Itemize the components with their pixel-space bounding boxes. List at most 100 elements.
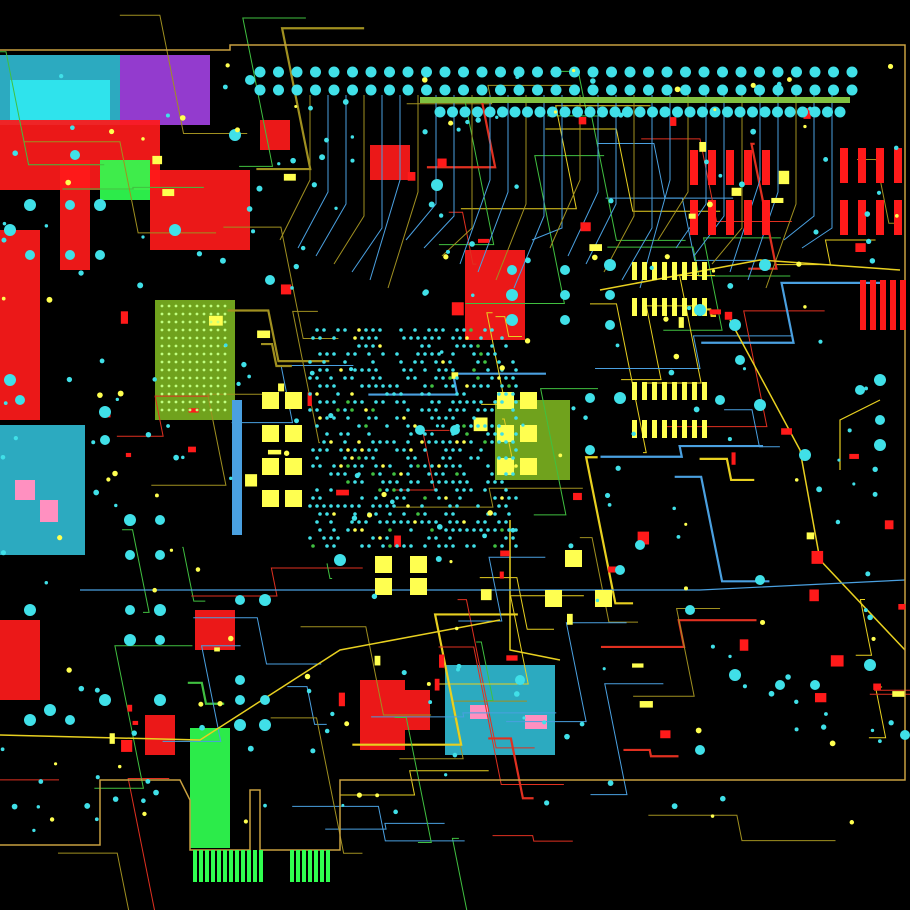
trace: [477, 95, 509, 273]
via: [441, 440, 445, 444]
via: [462, 424, 466, 428]
via: [308, 504, 312, 508]
via: [479, 352, 483, 356]
via: [511, 456, 515, 460]
smd-pad: [639, 701, 653, 708]
smd-pad: [894, 148, 902, 183]
smd-pad: [506, 655, 518, 661]
smd-pad: [771, 197, 784, 203]
via: [504, 344, 508, 348]
smd-pad: [214, 647, 220, 652]
smd-pad: [500, 550, 510, 557]
via: [513, 66, 525, 78]
via: [0, 747, 5, 752]
via: [357, 520, 361, 524]
smd-pad: [302, 850, 306, 882]
via: [893, 145, 899, 151]
smd-pad: [497, 425, 514, 442]
via: [188, 400, 192, 404]
via: [402, 336, 406, 340]
via: [465, 480, 469, 484]
trace: [775, 239, 876, 266]
smd-pad: [259, 850, 263, 882]
via: [742, 367, 747, 371]
smd-pad: [127, 704, 133, 712]
via: [385, 392, 389, 396]
via: [472, 416, 476, 420]
via: [371, 360, 375, 364]
via: [381, 491, 387, 498]
smd-pad: [702, 420, 707, 438]
via: [490, 328, 494, 332]
via: [427, 392, 431, 396]
via: [524, 338, 531, 344]
via: [322, 440, 326, 444]
via: [624, 66, 636, 78]
via: [59, 74, 64, 79]
via: [809, 66, 821, 78]
via: [866, 238, 872, 245]
trace: [589, 303, 647, 454]
via: [385, 536, 389, 540]
smd-pad: [726, 150, 734, 185]
trace: [729, 319, 906, 651]
via: [434, 536, 438, 540]
smd-pad: [662, 298, 667, 316]
trace: [600, 444, 764, 458]
via: [174, 384, 178, 388]
via: [448, 520, 452, 524]
via: [409, 448, 413, 452]
via: [160, 408, 164, 412]
smd-pad: [434, 678, 440, 691]
via: [209, 384, 213, 388]
via: [437, 544, 441, 548]
via: [514, 400, 518, 404]
smd-pad: [241, 850, 245, 882]
via: [499, 365, 505, 371]
via: [181, 368, 185, 372]
smd-pad: [451, 302, 464, 316]
via: [160, 304, 164, 308]
via: [483, 328, 487, 332]
via: [195, 392, 199, 396]
trace: [729, 95, 761, 273]
smd-pad: [578, 117, 587, 125]
via: [325, 544, 329, 548]
trace: [481, 312, 506, 405]
via: [420, 360, 424, 364]
smd-pad: [308, 850, 312, 882]
via: [439, 66, 451, 78]
via: [776, 81, 782, 87]
smd-pad: [520, 458, 537, 475]
trace: [326, 563, 333, 579]
via: [624, 84, 636, 96]
trace: [607, 246, 791, 277]
via: [431, 179, 443, 191]
smd-pad: [642, 262, 647, 280]
via: [1, 296, 6, 301]
via: [558, 453, 563, 458]
via: [458, 66, 469, 78]
via: [223, 408, 227, 412]
via: [420, 504, 424, 508]
via: [152, 377, 157, 382]
via: [470, 293, 475, 298]
via: [336, 408, 340, 412]
via: [809, 106, 821, 118]
via: [223, 320, 227, 324]
smd-pad: [567, 613, 573, 625]
board-edge-outline: [0, 44, 906, 851]
via: [0, 550, 6, 556]
trace: [352, 613, 518, 746]
smd-pad: [642, 298, 647, 316]
via: [869, 258, 876, 264]
trace: [351, 95, 383, 273]
via: [188, 360, 192, 364]
via: [434, 488, 438, 492]
via: [216, 376, 220, 380]
via: [195, 304, 199, 308]
via: [315, 392, 319, 396]
via: [223, 336, 227, 340]
via: [399, 488, 403, 492]
via: [794, 478, 799, 482]
